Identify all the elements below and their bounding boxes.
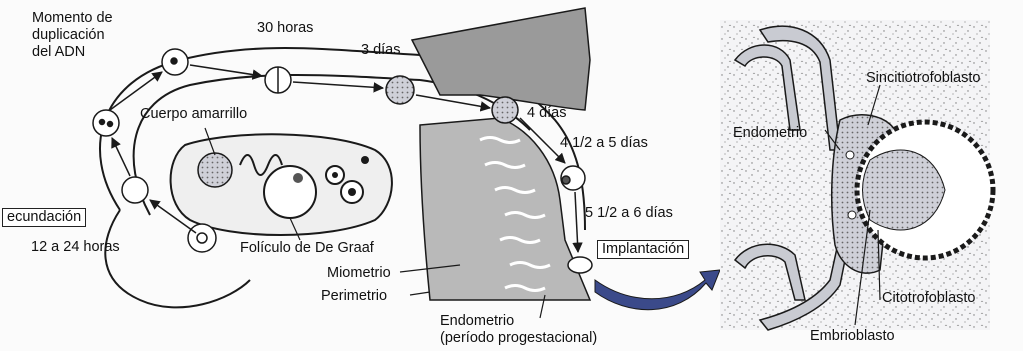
label-30-horas: 30 horas [257,20,313,37]
stage-morula-3d [386,76,414,104]
label-foliculo: Folículo de De Graaf [240,240,374,257]
label-endometrio-left-2: (período progestacional) [440,330,597,347]
label-momento-3: del ADN [32,44,85,61]
implantation-detail [720,20,993,330]
label-endometrio-left-1: Endometrio [440,313,514,330]
stage-pronuclei [93,110,119,136]
label-sincitiotrofoblasto: Sincitiotrofoblasto [866,70,980,87]
label-cuerpo-amarillo: Cuerpo amarrillo [140,106,247,123]
implantation-arrow [595,270,720,310]
graafian-follicle [264,166,316,218]
label-endometrio-right: Endometrio [733,125,807,142]
label-citotrofoblasto: Citotrofoblasto [882,290,976,307]
corpus-luteum [198,153,232,187]
uterus-wall [412,8,590,300]
label-5-medio-dias: 5 1/2 a 6 días [585,205,673,222]
label-momento-2: duplicación [32,27,105,44]
stage-morula-4d [492,97,518,123]
ovary [171,134,392,235]
label-fecundacion: ecundación [2,208,86,227]
label-3-dias: 3 días [361,42,401,59]
stage-zygote [122,177,148,203]
label-4-dias: 4 días [527,105,567,122]
label-embrioblasto: Embrioblasto [810,328,895,345]
label-perimetrio: Perimetrio [321,288,387,305]
label-implantacion: Implantación [597,240,689,259]
label-momento-1: Momento de [32,10,113,27]
label-4-medio-dias: 4 1/2 a 5 días [560,135,648,152]
label-miometrio: Miometrio [327,265,391,282]
label-12-24-horas: 12 a 24 horas [31,239,120,256]
stage-fertilized-egg [188,224,216,252]
stage-implanting [568,257,592,273]
